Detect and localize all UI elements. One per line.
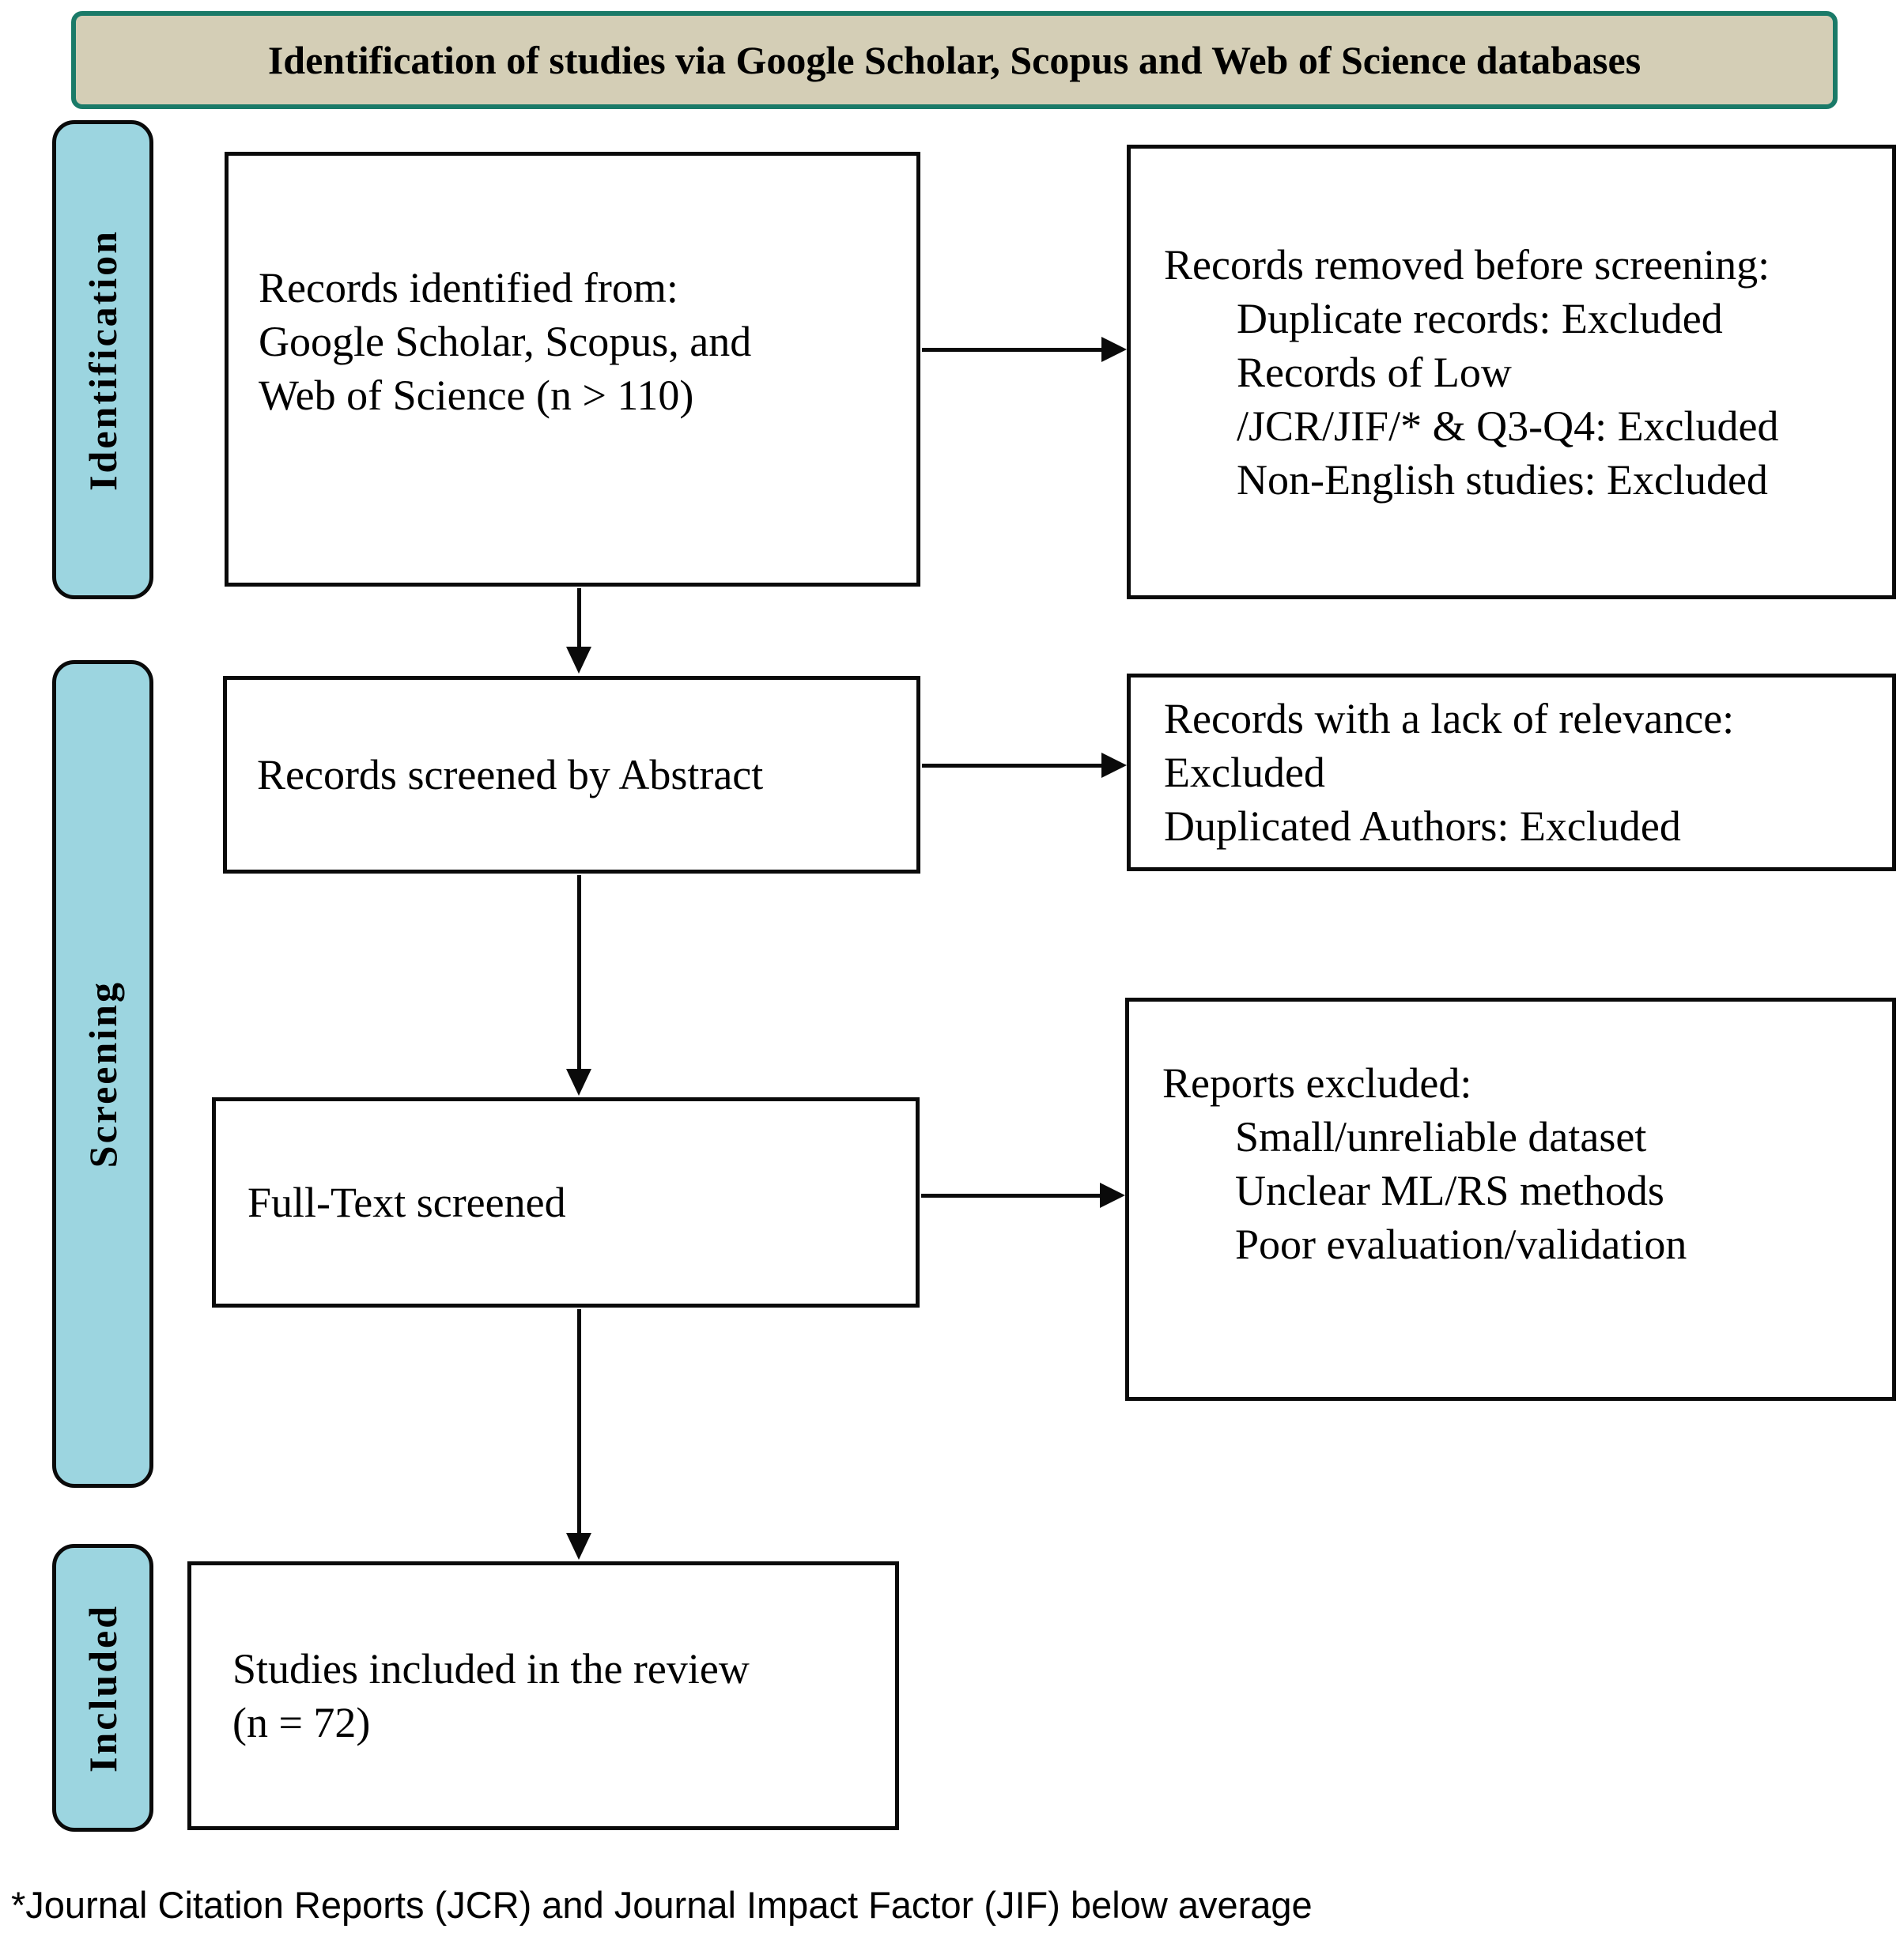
arrowhead-right-icon bbox=[1101, 753, 1127, 778]
stage-label-included: Included bbox=[81, 1603, 125, 1772]
stage-label-identification: Identification bbox=[81, 228, 125, 491]
records-removed-item: Duplicate records: Excluded bbox=[1237, 294, 1723, 342]
fulltext-screened-label: Full-Text screened bbox=[247, 1179, 566, 1226]
reports-excluded-item: Small/unreliable dataset bbox=[1235, 1113, 1647, 1161]
box-reports-excluded: Reports excluded: Small/unreliable datas… bbox=[1125, 998, 1896, 1401]
records-removed-item: /JCR/JIF/* & Q3-Q4: Excluded bbox=[1237, 402, 1779, 450]
arrowhead-right-icon bbox=[1100, 1183, 1125, 1208]
records-removed-heading: Records removed before screening: bbox=[1164, 240, 1770, 289]
records-identified-line: Web of Science (n > 110) bbox=[259, 372, 694, 419]
box-records-removed: Records removed before screening: Duplic… bbox=[1127, 145, 1896, 599]
arrow-abstract-to-relevance bbox=[922, 753, 1127, 778]
arrow-fulltext-to-reports bbox=[921, 1183, 1125, 1208]
footnote: *Journal Citation Reports (JCR) and Jour… bbox=[11, 1884, 1313, 1926]
arrow-identified-to-abstract bbox=[566, 588, 591, 674]
reports-excluded-heading: Reports excluded: bbox=[1162, 1059, 1472, 1107]
records-identified-line: Records identified from: bbox=[259, 264, 678, 311]
stage-pill-screening: Screening bbox=[52, 660, 153, 1488]
studies-included-line: (n = 72) bbox=[232, 1699, 371, 1746]
box-lack-of-relevance: Records with a lack of relevance: Exclud… bbox=[1127, 674, 1896, 871]
records-removed-item: Records of Low bbox=[1237, 348, 1512, 396]
lack-of-relevance-line: Duplicated Authors: Excluded bbox=[1164, 802, 1681, 850]
records-removed-item: Non-English studies: Excluded bbox=[1237, 455, 1768, 504]
arrow-abstract-to-fulltext bbox=[566, 875, 591, 1096]
reports-excluded-item: Poor evaluation/validation bbox=[1235, 1221, 1687, 1268]
box-records-screened-abstract: Records screened by Abstract bbox=[223, 676, 920, 874]
stage-label-screening: Screening bbox=[81, 980, 125, 1168]
lack-of-relevance-line: Excluded bbox=[1164, 749, 1325, 796]
arrow-identified-to-removed bbox=[922, 337, 1127, 362]
diagram-title: Identification of studies via Google Sch… bbox=[71, 11, 1838, 109]
box-fulltext-screened: Full-Text screened bbox=[212, 1097, 920, 1308]
lack-of-relevance-line: Records with a lack of relevance: bbox=[1164, 695, 1735, 742]
arrow-fulltext-to-included bbox=[566, 1309, 591, 1560]
stage-pill-identification: Identification bbox=[52, 120, 153, 599]
arrowhead-down-icon bbox=[566, 1069, 591, 1096]
arrowhead-right-icon bbox=[1101, 337, 1127, 362]
records-identified-line: Google Scholar, Scopus, and bbox=[259, 318, 752, 365]
arrowhead-down-icon bbox=[566, 1533, 591, 1560]
box-studies-included: Studies included in the review (n = 72) bbox=[187, 1561, 899, 1830]
stage-pill-included: Included bbox=[52, 1544, 153, 1832]
studies-included-line: Studies included in the review bbox=[232, 1645, 750, 1693]
records-screened-abstract-label: Records screened by Abstract bbox=[257, 751, 764, 798]
box-records-identified: Records identified from: Google Scholar,… bbox=[225, 152, 920, 587]
reports-excluded-item: Unclear ML/RS methods bbox=[1235, 1167, 1664, 1214]
arrowhead-down-icon bbox=[566, 647, 591, 674]
